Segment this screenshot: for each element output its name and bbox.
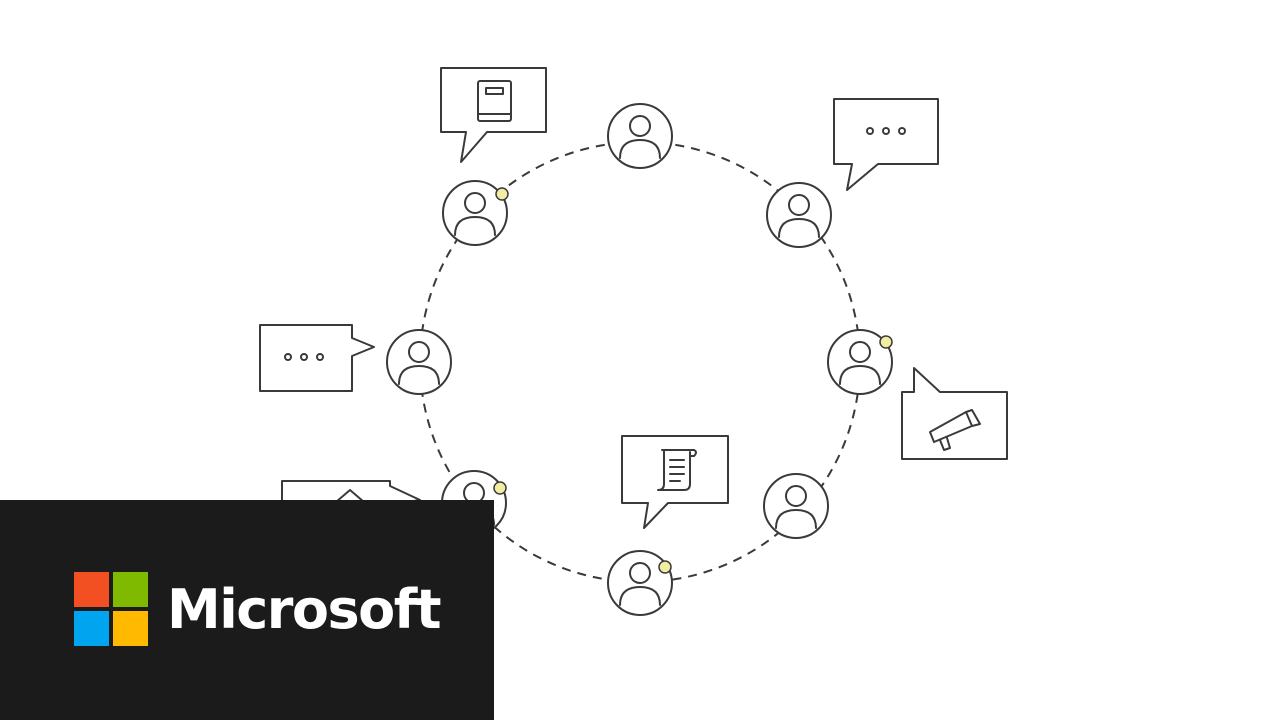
person-icon bbox=[607, 103, 673, 169]
ellipsis-icon bbox=[284, 353, 324, 361]
microsoft-logo-icon bbox=[74, 572, 148, 646]
person-icon bbox=[607, 550, 673, 616]
status-indicator bbox=[658, 560, 672, 574]
person-icon bbox=[827, 329, 893, 395]
logo-square-green bbox=[113, 572, 148, 607]
speech-bubble-icon bbox=[833, 98, 939, 191]
home-icon bbox=[335, 489, 365, 503]
brand-panel bbox=[0, 500, 494, 720]
status-indicator bbox=[495, 187, 509, 201]
ellipsis-icon bbox=[866, 127, 906, 135]
person-icon bbox=[766, 182, 832, 248]
status-indicator bbox=[879, 335, 893, 349]
logo-square-red bbox=[74, 572, 109, 607]
person-icon bbox=[386, 329, 452, 395]
megaphone-icon bbox=[929, 409, 981, 451]
scroll-icon bbox=[657, 449, 697, 491]
logo-square-blue bbox=[74, 611, 109, 646]
speech-bubble-icon bbox=[901, 367, 1008, 460]
status-indicator bbox=[493, 481, 507, 495]
book-icon bbox=[477, 80, 512, 122]
logo-square-yellow bbox=[113, 611, 148, 646]
person-icon bbox=[442, 180, 509, 246]
person-icon bbox=[763, 473, 829, 539]
brand-wordmark: Microsoft bbox=[167, 578, 442, 641]
